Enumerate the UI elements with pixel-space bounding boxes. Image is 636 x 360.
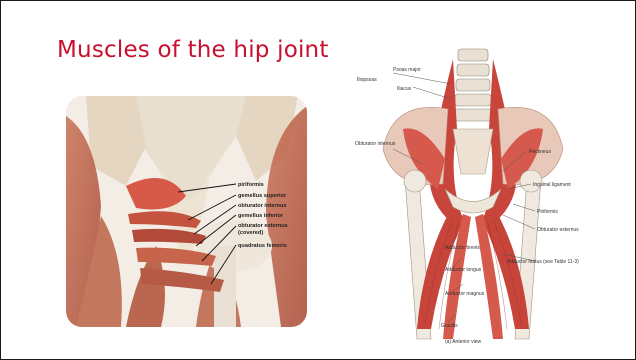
label-adductor-magnus: Adductor magnus <box>445 291 485 297</box>
label-inguinal-ligament: Inguinal ligament <box>533 182 571 188</box>
label-gemellus-superior: gemellus superior <box>238 193 287 199</box>
label-iliacus: Iliacus <box>397 86 412 92</box>
label-obturator-internus-right: Obturator internus <box>355 141 396 147</box>
label-iliopsoas: Iliopsoas <box>357 77 377 83</box>
label-obturator-externus: obturator externus <box>238 223 288 229</box>
anterior-hip-drawing: Iliopsoas Psoas major Iliacus Obturator … <box>353 39 591 347</box>
anterior-hip-illustration: Iliopsoas Psoas major Iliacus Obturator … <box>353 39 591 347</box>
posterior-hip-illustration: piriformis gemellus superior obturator i… <box>66 96 307 327</box>
label-adductor-hiatus: Adductor hiatus (see Table 11-3) <box>507 259 579 265</box>
figure-caption: (a) Anterior view <box>445 339 482 345</box>
label-adductor-longus: Adductor longus <box>445 267 482 273</box>
label-pectineus: Pectineus <box>529 149 551 155</box>
posterior-hip-drawing: piriformis gemellus superior obturator i… <box>66 96 307 327</box>
label-piriformis: piriformis <box>238 182 264 188</box>
label-obturator-internus: obturator internus <box>238 203 286 209</box>
label-adductor-brevis: Adductor brevis <box>445 245 480 251</box>
slide-title: Muscles of the hip joint <box>57 37 329 63</box>
label-psoas-major: Psoas major <box>393 67 421 73</box>
label-obturator-externus-right: Obturator externus <box>537 227 579 233</box>
label-gracilis: Gracilis <box>441 323 458 329</box>
label-piriformis-right: Piriformis <box>537 209 558 215</box>
label-covered: (covered) <box>238 230 263 236</box>
label-quadratus-femoris: quadratus femoris <box>238 243 287 249</box>
label-gemellus-inferior: gemellus inferior <box>238 213 284 219</box>
